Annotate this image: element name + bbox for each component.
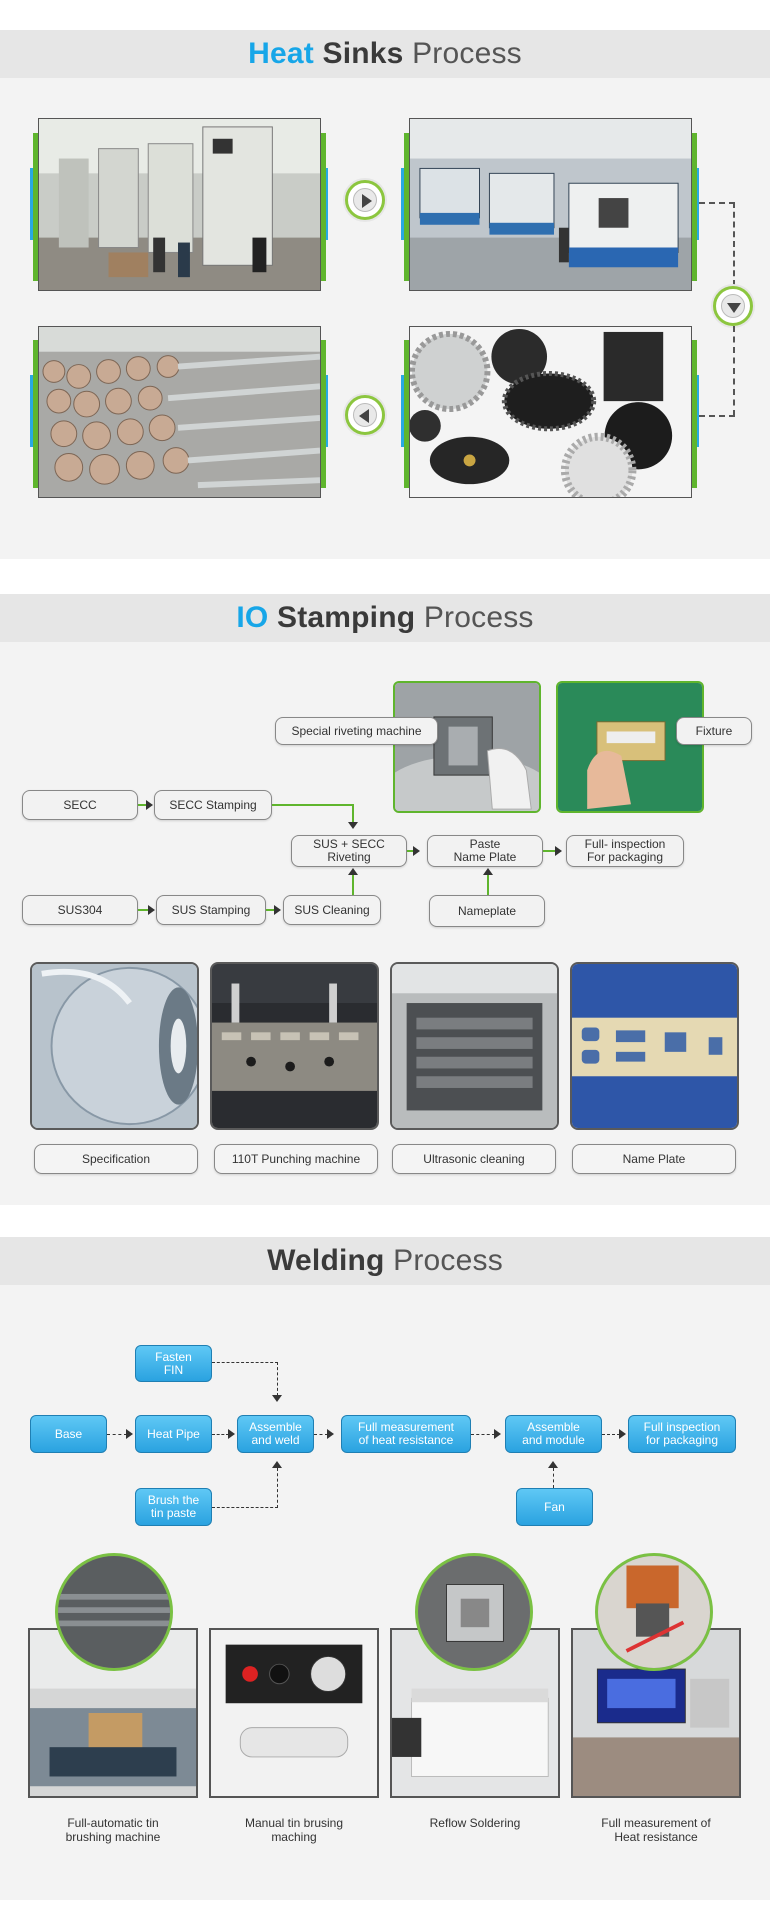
frame-accent	[321, 133, 326, 281]
flow-connector	[407, 850, 415, 852]
arrow-down-icon	[272, 1395, 282, 1402]
frame-accent	[33, 340, 38, 488]
arrow-right-icon	[126, 1429, 133, 1439]
flow-heat-pipe: Heat Pipe	[135, 1415, 212, 1453]
arrow-right-icon	[555, 846, 562, 856]
flow-connector	[733, 326, 735, 416]
frame-accent	[404, 133, 409, 281]
flow-fasten-fin: Fasten FIN	[135, 1345, 212, 1382]
reflow-detail-photo	[415, 1553, 533, 1671]
flow-connector	[212, 1434, 229, 1435]
flow-connector	[352, 875, 354, 895]
flow-connector	[487, 875, 489, 895]
cnc-lathes-photo	[409, 118, 692, 291]
heat-sinks-products-photo	[409, 326, 692, 498]
arrow-right-icon	[362, 194, 372, 208]
flow-connector	[212, 1362, 278, 1363]
flow-connector	[471, 1434, 495, 1435]
io-photo-caption: Ultrasonic cleaning	[392, 1144, 556, 1174]
frame-accent	[692, 133, 697, 281]
flow-sus-secc-riveting: SUS + SECC Riveting	[291, 835, 407, 867]
arrow-right-icon	[327, 1429, 334, 1439]
arrow-right-icon	[228, 1429, 235, 1439]
next-step-button	[345, 180, 385, 220]
previous-step-button	[345, 395, 385, 435]
frame-accent	[404, 340, 409, 488]
flow-connector	[107, 1434, 127, 1435]
arrow-up-icon	[483, 868, 493, 875]
manual-tin-brushing-photo	[209, 1628, 379, 1798]
frame-accent	[692, 340, 697, 488]
arrow-right-icon	[146, 800, 153, 810]
arrow-left-icon	[359, 409, 369, 423]
flow-connector	[733, 202, 735, 286]
ultrasonic-cleaning-photo	[390, 962, 559, 1130]
flow-connector	[138, 804, 148, 806]
arrow-right-icon	[494, 1429, 501, 1439]
arrow-right-icon	[619, 1429, 626, 1439]
flow-assemble-module: Assemble and module	[505, 1415, 602, 1453]
arrow-up-icon	[348, 868, 358, 875]
flow-assemble-weld: Assemble and weld	[237, 1415, 314, 1453]
io-photo-caption: Specification	[34, 1144, 198, 1174]
flow-sus-stamping: SUS Stamping	[156, 895, 266, 925]
punching-machine-photo	[210, 962, 379, 1130]
welding-photo-caption: Reflow Soldering	[429, 1816, 521, 1830]
io-photo-caption: 110T Punching machine	[214, 1144, 378, 1174]
arrow-right-icon	[274, 905, 281, 915]
flow-connector	[543, 850, 557, 852]
flow-sus-cleaning: SUS Cleaning	[283, 895, 381, 925]
special-riveting-photo	[393, 681, 541, 813]
welding-photo-caption: Full measurement of Heat resistance	[601, 1816, 711, 1844]
arrow-down-icon	[348, 822, 358, 829]
welding-photo-caption: Manual tin brusing maching	[244, 1816, 344, 1844]
flow-connector	[272, 804, 354, 806]
flow-paste-name-plate: Paste Name Plate	[427, 835, 543, 867]
heat-resistance-detail-photo	[595, 1553, 713, 1671]
flow-sus304: SUS304	[22, 895, 138, 925]
io-stamping-title: IO Stamping Process	[0, 594, 770, 642]
arrow-right-icon	[148, 905, 155, 915]
press-machines-photo	[38, 118, 321, 291]
flow-connector	[699, 202, 735, 204]
flow-connector	[699, 415, 735, 417]
fixture-label: Fixture	[676, 717, 752, 745]
flow-secc-stamping: SECC Stamping	[154, 790, 272, 820]
flow-secc: SECC	[22, 790, 138, 820]
welding-photo-caption: Full-automatic tin brushing machine	[65, 1816, 161, 1844]
arrow-up-icon	[548, 1461, 558, 1468]
tin-brushing-detail-photo	[55, 1553, 173, 1671]
flow-connector	[277, 1468, 278, 1508]
special-riveting-label: Special riveting machine	[275, 717, 438, 745]
fixture-photo	[556, 681, 704, 813]
flow-connector	[314, 1434, 328, 1435]
flow-full-measurement: Full measurement of heat resistance	[341, 1415, 471, 1453]
arrow-down-icon	[727, 303, 741, 313]
down-step-button	[713, 286, 753, 326]
flow-full-inspection: Full inspection for packaging	[628, 1415, 736, 1453]
flow-connector	[553, 1468, 554, 1488]
flow-full-inspection: Full- inspection For packaging	[566, 835, 684, 867]
frame-accent	[321, 340, 326, 488]
flow-connector	[266, 909, 276, 911]
name-plate-photo	[570, 962, 739, 1130]
aluminum-extrusions-photo	[38, 326, 321, 498]
flow-connector	[138, 909, 150, 911]
flow-base: Base	[30, 1415, 107, 1453]
flow-connector	[277, 1362, 278, 1396]
flow-connector	[352, 804, 354, 824]
flow-connector	[212, 1507, 278, 1508]
welding-title: Welding Process	[0, 1237, 770, 1285]
arrow-right-icon	[413, 846, 420, 856]
flow-connector	[602, 1434, 620, 1435]
flow-fan: Fan	[516, 1488, 593, 1526]
heat-sinks-title: Heat Sinks Process	[0, 30, 770, 78]
frame-accent	[33, 133, 38, 281]
io-photo-caption: Name Plate	[572, 1144, 736, 1174]
specification-photo	[30, 962, 199, 1130]
arrow-up-icon	[272, 1461, 282, 1468]
flow-brush-tin: Brush the tin paste	[135, 1488, 212, 1526]
flow-nameplate: Nameplate	[429, 895, 545, 927]
